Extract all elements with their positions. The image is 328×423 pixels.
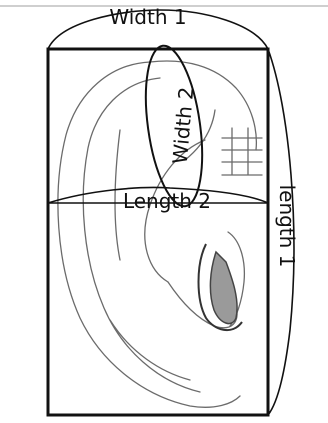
width-1-label: Width 1	[109, 5, 186, 29]
ear-helix-top	[150, 61, 256, 150]
length-1-label: length 1	[275, 185, 299, 268]
ear-lobe	[110, 320, 190, 380]
ear-inner-fold	[115, 130, 120, 260]
length-2-label: Length 2	[123, 189, 211, 213]
ear-sketch	[58, 61, 262, 407]
bounding-rectangle	[48, 49, 268, 415]
ear-canal-shading	[210, 252, 237, 324]
